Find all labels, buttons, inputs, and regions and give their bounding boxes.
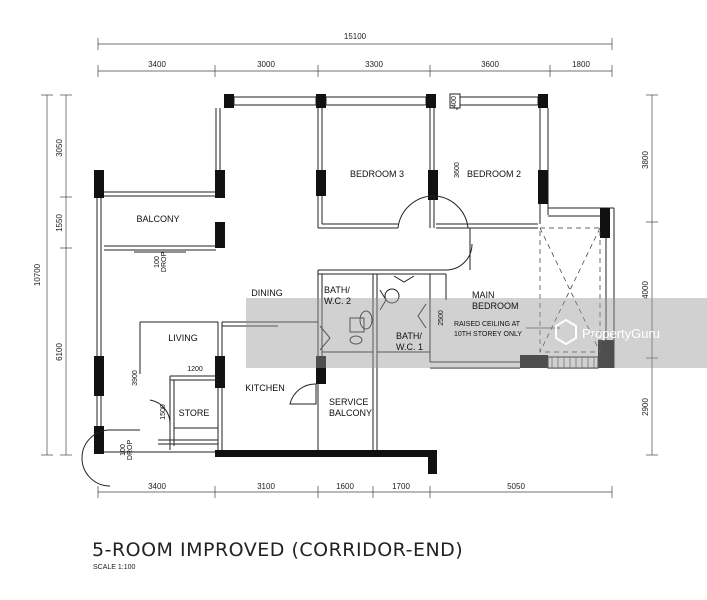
dim-bottom-2: 3100: [257, 482, 275, 491]
bathroom-fixtures: [349, 288, 400, 345]
label-bedroom-3: BEDROOM 3: [350, 169, 404, 179]
top-dimension-lines: 15100 3400 3000 3300 3600 1800: [97, 32, 613, 77]
right-dimension-lines: 3800 4000 2900: [641, 94, 658, 456]
plan-scale: SCALE 1:100: [93, 564, 136, 571]
dim-right-1: 3800: [641, 151, 650, 169]
label-drop-a: DROP: [161, 252, 168, 273]
label-drop-b: DROP: [127, 440, 134, 461]
label-main-line1: MAIN: [472, 290, 495, 300]
label-bath1-line2: W.C. 1: [396, 342, 423, 352]
left-dimension-lines: 10700 3050 1550 6100: [33, 94, 72, 456]
dim-inner-3600: 3600: [454, 162, 461, 178]
label-bath2-line2: W.C. 2: [324, 296, 351, 306]
dim-inner-1200: 1200: [187, 366, 203, 373]
room-labels: BEDROOM 3 BEDROOM 2 BALCONY 100 DROP DIN…: [120, 169, 522, 460]
label-service-line2: BALCONY: [329, 408, 372, 418]
dim-inner-3900: 3900: [132, 370, 139, 386]
dim-top-5: 1800: [572, 60, 590, 69]
watermark-text: PropertyGuru: [582, 326, 660, 341]
label-drop-100-b: 100: [120, 444, 127, 456]
dim-inner-1500: 1500: [160, 404, 167, 420]
label-living: LIVING: [168, 333, 198, 343]
inner-dimensions: 400 3600 2500 3900 1200 1500: [132, 96, 461, 420]
dim-bottom-3: 1600: [336, 482, 354, 491]
label-bath2-line1: BATH/: [324, 285, 350, 295]
label-dining: DINING: [251, 288, 283, 298]
dim-bottom-1: 3400: [148, 482, 166, 491]
dim-right-2: 4000: [641, 281, 650, 299]
dim-left-1: 3050: [55, 139, 64, 157]
plan-title: 5-ROOM IMPROVED (CORRIDOR-END): [92, 539, 463, 561]
label-kitchen: KITCHEN: [245, 383, 285, 393]
dim-left-3: 6100: [55, 343, 64, 361]
label-drop-100-a: 100: [154, 256, 161, 268]
propertyguru-logo: PropertyGuru: [555, 318, 660, 346]
raised-ceiling-marker: [526, 227, 601, 353]
label-bedroom-2: BEDROOM 2: [467, 169, 521, 179]
dim-top-4: 3600: [481, 60, 499, 69]
walls: [94, 93, 615, 474]
label-service-line1: SERVICE: [329, 397, 368, 407]
watermark-band: [246, 298, 707, 368]
label-bath1-line1: BATH/: [396, 331, 422, 341]
dim-bottom-4: 1700: [392, 482, 410, 491]
label-raised-line2: 10TH STOREY ONLY: [454, 331, 522, 338]
dim-top-total: 15100: [344, 32, 367, 41]
dim-top-3: 3300: [365, 60, 383, 69]
doors: [81, 195, 473, 487]
dim-top-2: 3000: [257, 60, 275, 69]
bottom-dimension-lines: 3400 3100 1600 1700 5050: [97, 482, 613, 498]
dim-inner-400: 400: [451, 96, 458, 108]
dim-top-1: 3400: [148, 60, 166, 69]
dim-inner-2500: 2500: [438, 310, 445, 326]
label-balcony: BALCONY: [136, 214, 179, 224]
label-raised-line1: RAISED CEILING AT: [454, 321, 521, 328]
dim-bottom-5: 5050: [507, 482, 525, 491]
label-main-line2: BEDROOM: [472, 301, 519, 311]
dim-right-3: 2900: [641, 398, 650, 416]
dim-left-2: 1550: [55, 214, 64, 232]
dim-left-total: 10700: [33, 263, 42, 286]
label-store: STORE: [179, 408, 210, 418]
